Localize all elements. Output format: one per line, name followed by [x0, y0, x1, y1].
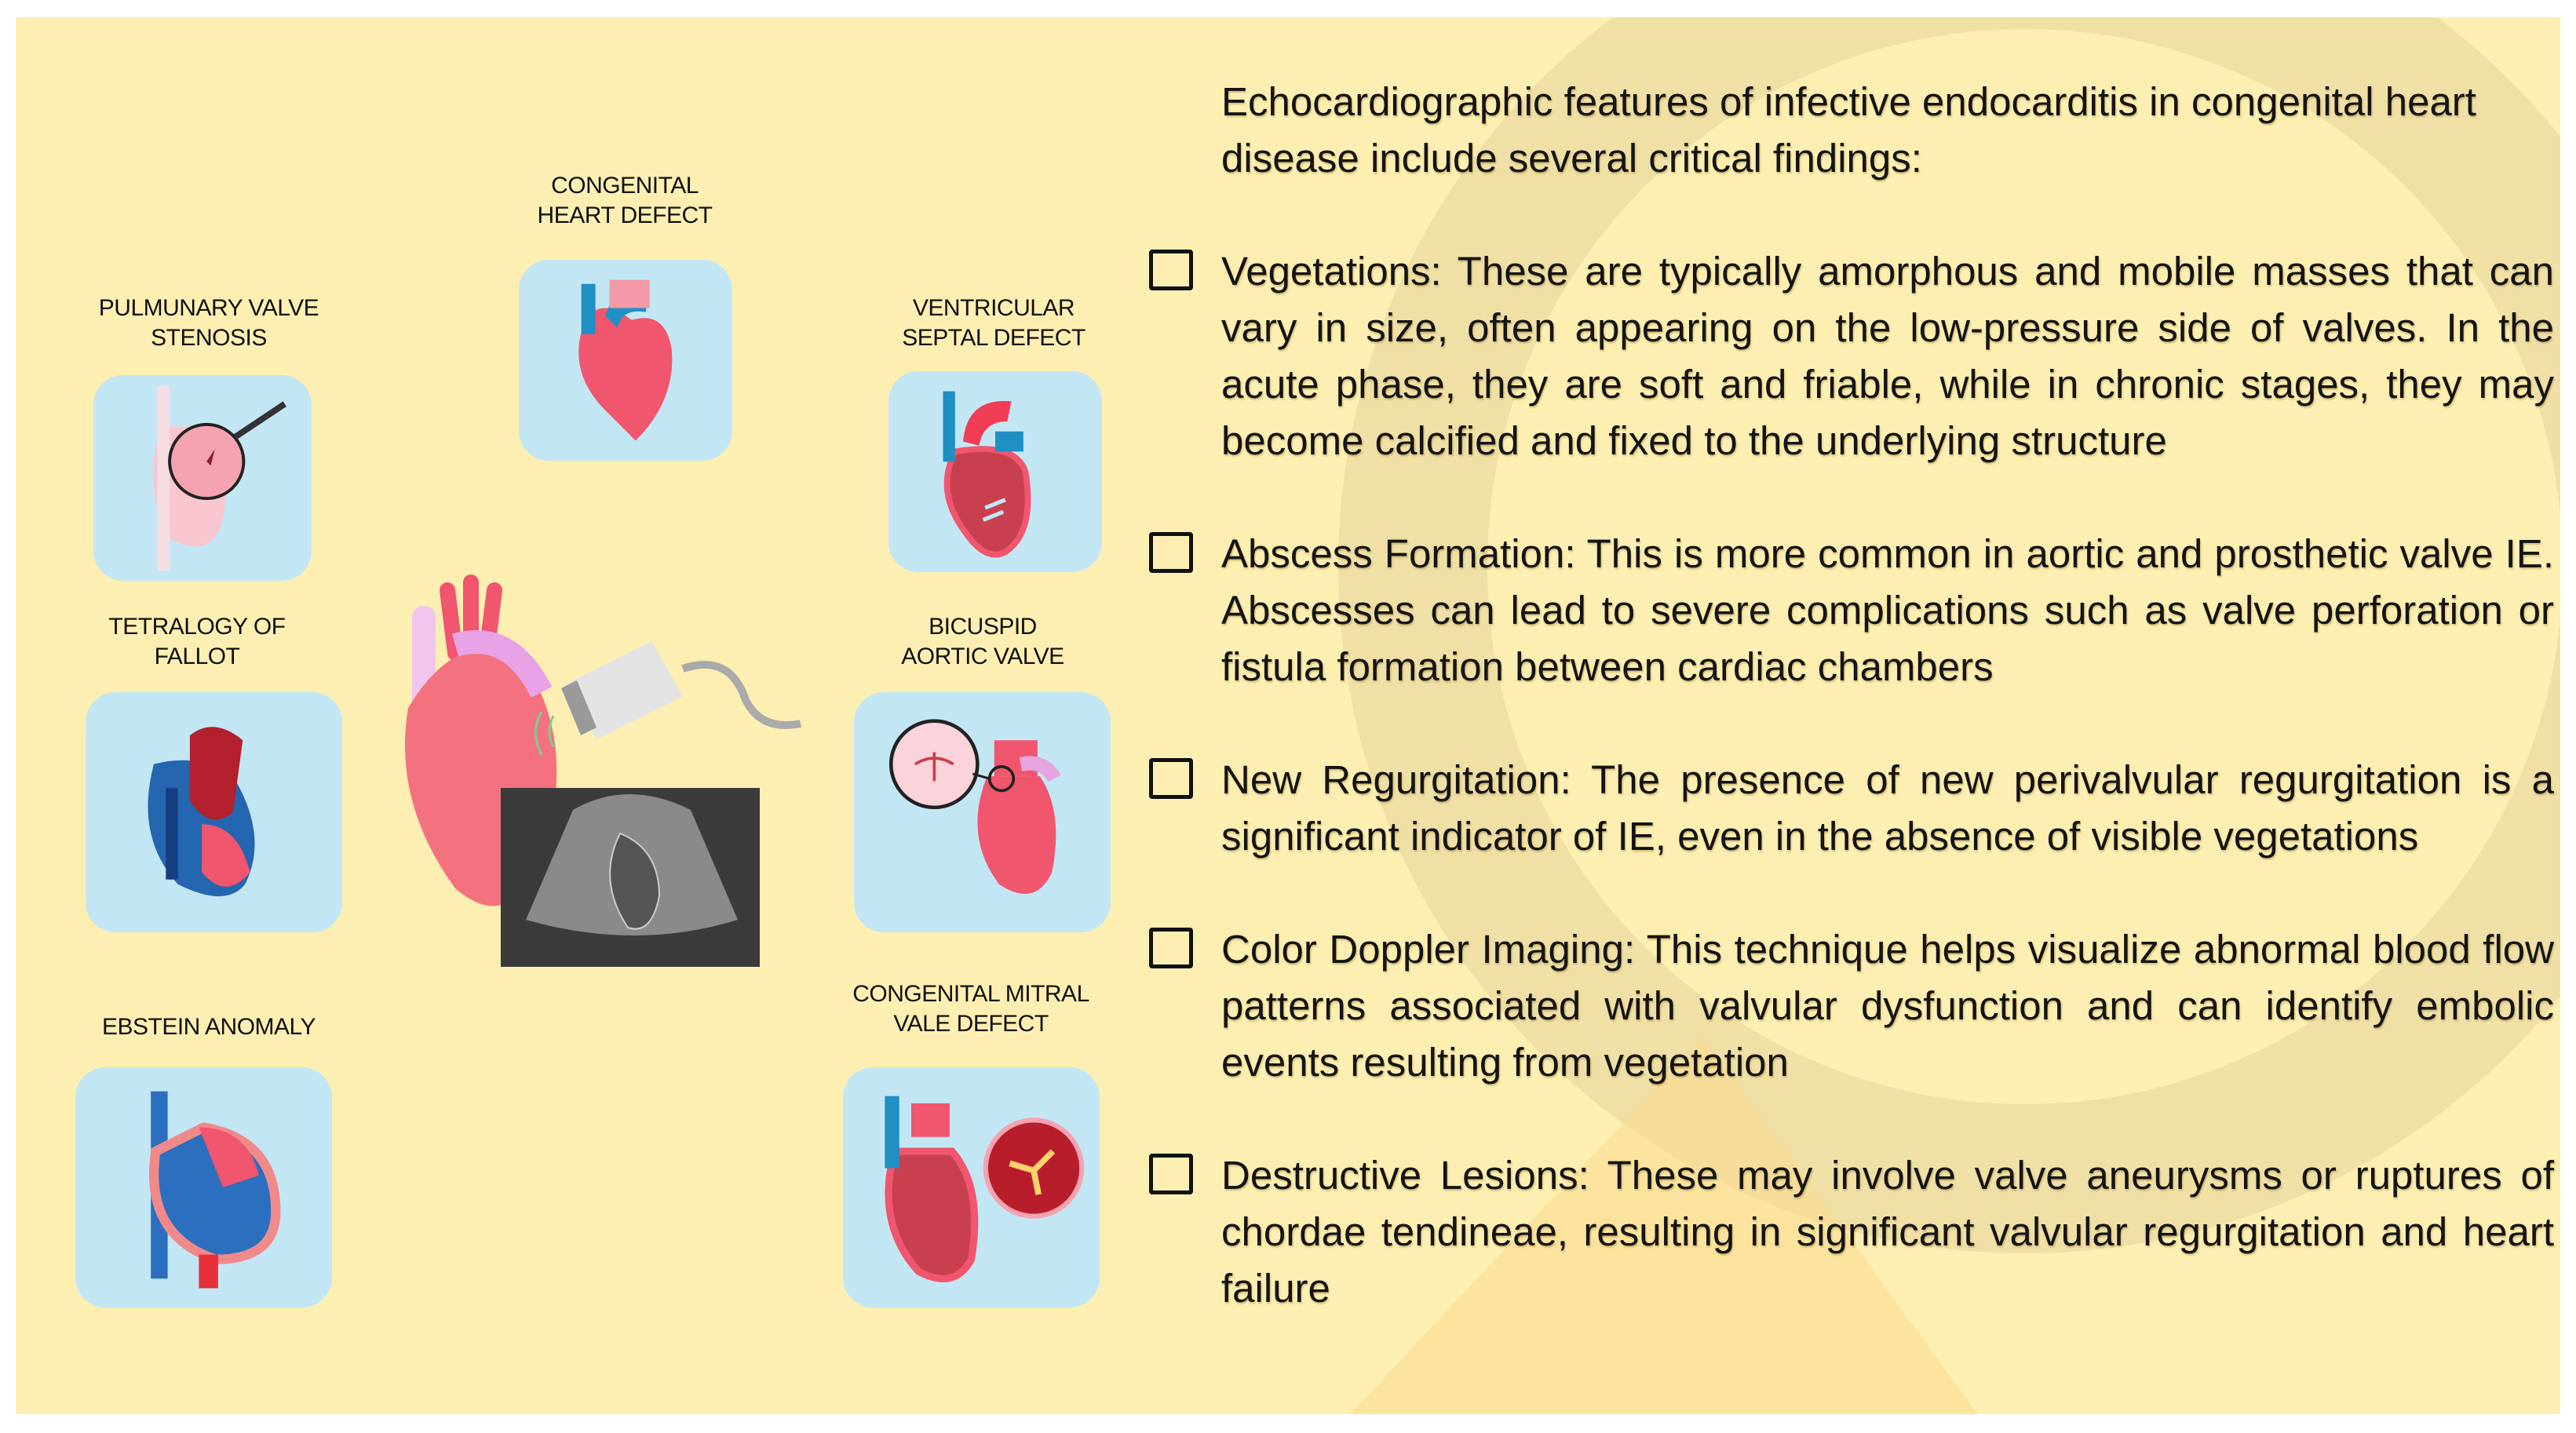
label-congenital-mitral-valve-defect: CONGENITAL MITRAL VALE DEFECT [830, 979, 1112, 1039]
label-line: VALE DEFECT [893, 1011, 1049, 1037]
finding-color-doppler: Color Doppler Imaging: This technique he… [1149, 921, 2554, 1091]
magnified-valve-icon [888, 719, 1061, 895]
label-line: AORTIC VALVE [901, 644, 1064, 669]
bicuspid-aortic-valve-card [854, 692, 1111, 932]
heart-icon [578, 279, 673, 441]
panel: CONGENITAL HEART DEFECT PULMUNARY VALVE ST… [16, 17, 2560, 1414]
checkbox[interactable] [1149, 928, 1193, 968]
intro-text: Echocardiographic features of infective … [1221, 79, 2476, 180]
tetralogy-of-fallot-card [86, 692, 342, 932]
finding-text: Destructive Lesions: These may involve v… [1221, 1153, 2554, 1311]
pulmonary-valve-stenosis-card [93, 375, 312, 581]
label-line: PULMUNARY VALVE [98, 295, 319, 321]
finding-abscess-formation: Abscess Formation: This is more common i… [1149, 526, 2554, 695]
label-pulmonary-valve-stenosis: PULMUNARY VALVE STENOSIS [68, 294, 350, 353]
ultrasound-probe-icon [535, 641, 801, 756]
label-line: BICUSPID [929, 614, 1037, 640]
finding-text: New Regurgitation: The presence of new p… [1221, 757, 2554, 859]
checkbox[interactable] [1149, 250, 1193, 290]
label-tetralogy-of-fallot: TETRALOGY OF FALLOT [56, 612, 338, 672]
ventricular-septal-defect-card [888, 371, 1102, 572]
label-line: TETRALOGY OF [108, 614, 286, 640]
finding-new-regurgitation: New Regurgitation: The presence of new p… [1149, 752, 2554, 865]
finding-vegetations: Vegetations: These are typically amorpho… [1149, 243, 2554, 469]
heart-icon [148, 1091, 281, 1289]
label-ventricular-septal-defect: VENTRICULAR SEPTAL DEFECT [852, 294, 1135, 353]
finding-destructive-lesions: Destructive Lesions: These may involve v… [1149, 1147, 2554, 1317]
label-line: CONGENITAL [551, 173, 699, 199]
ultrasound-screen [501, 788, 760, 967]
heart-icon [148, 727, 255, 897]
label-line: HEART DEFECT [537, 202, 713, 228]
label-line: STENOSIS [151, 325, 267, 351]
label-line: FALLOT [154, 644, 240, 669]
findings-text: Echocardiographic features of infective … [1149, 74, 2554, 1373]
finding-text: Vegetations: These are typically amorpho… [1221, 249, 2554, 463]
magnified-valve-icon [153, 385, 286, 571]
heart-with-magnified-valve-icon [885, 1096, 1085, 1282]
label-line: SEPTAL DEFECT [902, 325, 1085, 351]
label-ebstein-anomaly: EBSTEIN ANOMALY [68, 1012, 350, 1042]
label-line: VENTRICULAR [912, 295, 1075, 321]
finding-text: Color Doppler Imaging: This technique he… [1221, 927, 2554, 1085]
echocardiography-illustration [405, 574, 801, 967]
label-bicuspid-aortic-valve: BICUSPID AORTIC VALVE [841, 612, 1124, 672]
background-ring-decoration [1338, 17, 2560, 1414]
checkbox[interactable] [1149, 532, 1193, 573]
heart-cross-section-icon [943, 391, 1031, 558]
finding-text: Abscess Formation: This is more common i… [1221, 531, 2554, 689]
congenital-heart-defect-card [519, 260, 732, 461]
congenital-mitral-valve-defect-card [843, 1067, 1100, 1307]
checkbox[interactable] [1149, 1154, 1193, 1194]
checkbox[interactable] [1149, 758, 1193, 799]
label-congenital-heart-defect: CONGENITAL HEART DEFECT [483, 171, 766, 231]
label-line: CONGENITAL MITRAL [852, 981, 1089, 1007]
label-line: EBSTEIN ANOMALY [101, 1014, 316, 1040]
ebstein-anomaly-card [75, 1067, 332, 1307]
